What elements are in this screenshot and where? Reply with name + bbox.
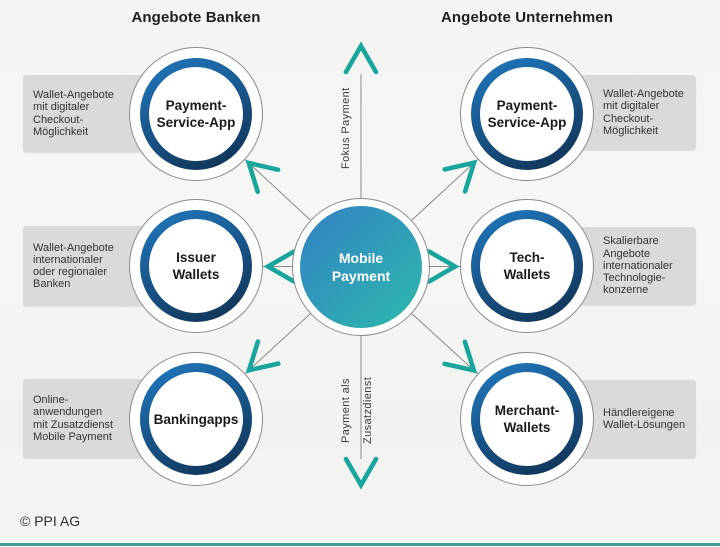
note-line: Mobile Payment [33, 430, 112, 443]
note-bank-bankingapps: Online- anwendungen mit Zusatzdienst Mob… [23, 379, 148, 458]
node-bank-issuer-wallets: Issuer Wallets [129, 199, 263, 333]
node-label: Issuer Wallets [129, 199, 263, 333]
note-bank-issuer-wallets: Wallet-Angebote internationaler oder reg… [23, 226, 148, 306]
note-line: Möglichkeit [33, 125, 89, 138]
node-label-line: Payment- [165, 98, 227, 113]
node-firm-payment-service-app: Payment- Service-App [460, 47, 594, 181]
heading-angebote-unternehmen: Angebote Unternehmen [440, 9, 613, 26]
node-blue-ring [471, 210, 583, 322]
note-line: Checkout- [603, 112, 654, 125]
note-line: mit digitaler [603, 100, 660, 113]
note-line: mit digitaler [33, 101, 90, 114]
node-blue-ring [140, 210, 252, 322]
center-label-line: Mobile [338, 250, 384, 266]
node-firm-tech-wallets: Tech- Wallets [460, 199, 594, 333]
node-label-line: Wallets [503, 420, 551, 435]
note-line: anwendungen [33, 406, 103, 419]
note-line: internationaler [603, 259, 673, 272]
node-label-line: Wallets [503, 267, 551, 282]
note-line: Technologie- [603, 272, 666, 285]
note-line: Wallet-Angebote [33, 241, 114, 254]
node-firm-merchant-wallets: Merchant- Wallets [460, 352, 594, 486]
node-label: Payment- Service-App [129, 47, 263, 181]
node-label-line: Service-App [156, 115, 236, 130]
node-label-line: Tech- [509, 250, 545, 265]
note-line: Möglichkeit [603, 124, 659, 137]
note-firm-tech-wallets: Skalierbare Angebote internationaler Tec… [570, 227, 696, 305]
note-line: oder regionaler [33, 266, 107, 278]
note-line: Wallet-Angebote [603, 88, 684, 101]
note-line: mit Zusatzdienst [33, 418, 114, 431]
note-line: internationaler [33, 253, 103, 266]
axis-label-fokus-payment: Fokus Payment [340, 87, 352, 169]
node-label-line: Wallets [172, 267, 220, 282]
copyright-text: © PPI AG [20, 513, 81, 529]
node-bank-bankingapps: Bankingapps [129, 352, 263, 486]
note-line: Händlereigene [603, 406, 675, 419]
node-label-line: Merchant- [494, 403, 560, 418]
note-line: Wallet-Angebote [33, 89, 114, 102]
node-label-line: Bankingapps [153, 411, 239, 427]
note-line: Banken [33, 278, 71, 291]
node-blue-ring [140, 363, 252, 475]
center-label: Mobile Payment [300, 206, 422, 328]
node-label: Payment- Service-App [460, 47, 594, 181]
heading-angebote-banken: Angebote Banken [131, 9, 261, 26]
node-blue-ring [471, 58, 583, 170]
node-blue-ring [471, 363, 583, 475]
note-line: Angebote [603, 247, 651, 260]
node-label: Tech- Wallets [460, 199, 594, 333]
note-line: Wallet-Lösungen [603, 419, 686, 431]
note-bank-payment-service-app: Wallet-Angebote mit digitaler Checkout- … [23, 75, 148, 152]
note-line: Checkout- [33, 113, 84, 126]
note-line: konzerne [603, 284, 649, 297]
note-line: Online- [33, 394, 69, 407]
node-mobile-payment: Mobile Payment [292, 198, 430, 336]
node-label-line: Issuer [176, 250, 216, 265]
node-blue-ring [140, 58, 252, 170]
note-line: Skalierbare [603, 235, 659, 248]
node-label: Merchant- Wallets [460, 352, 594, 486]
center-label-line: Payment [331, 268, 391, 284]
node-label: Bankingapps [129, 352, 263, 486]
bottom-accent-bar [0, 543, 720, 546]
axis-label-payment-als: Payment als [340, 378, 352, 444]
node-bank-payment-service-app: Payment- Service-App [129, 47, 263, 181]
node-label-line: Payment- [496, 98, 558, 113]
node-label-line: Service-App [487, 115, 567, 130]
axis-label-zusatzdienst: Zusatzdienst [362, 376, 374, 444]
arrow-to-bank-issuer-wallets [263, 249, 297, 284]
arrow-to-firm-tech-wallets [426, 249, 460, 284]
